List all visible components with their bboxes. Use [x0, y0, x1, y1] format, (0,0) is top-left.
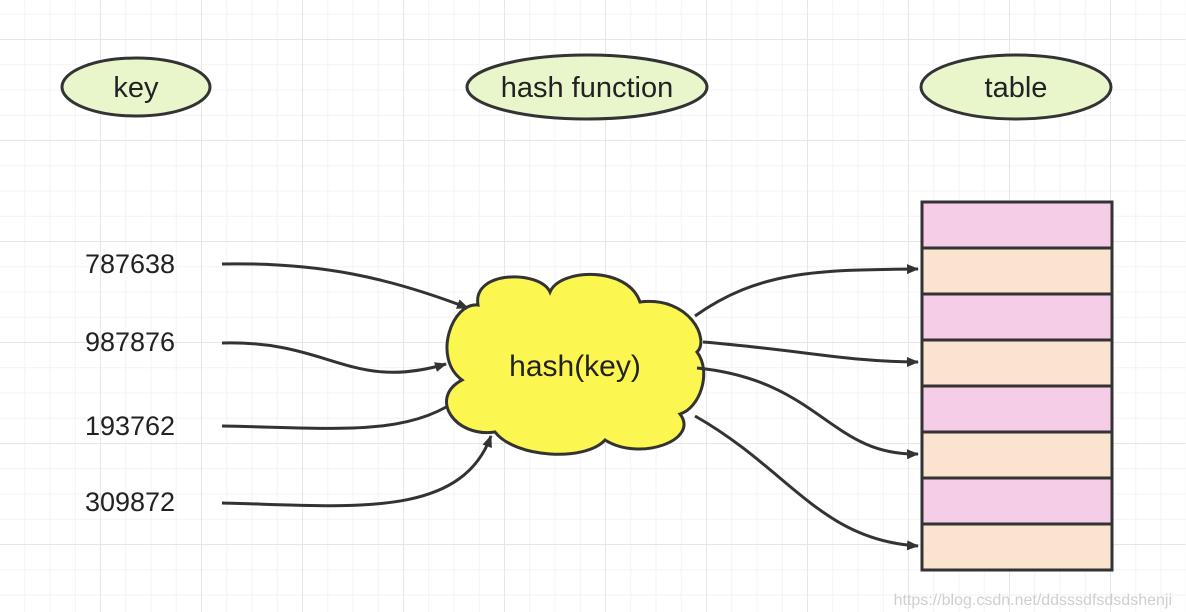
table-slot [920, 522, 1114, 572]
key-value: 987876 [85, 327, 175, 357]
hash-function-header: hash function [465, 53, 709, 121]
table-arrows [694, 264, 919, 551]
hash-cloud: hash(key) [445, 273, 706, 456]
cloud-label: hash(key) [509, 350, 641, 383]
arrow [221, 435, 493, 508]
key-arrows [221, 262, 493, 508]
watermark: https://blog.csdn.net/ddsssdfsdsdshenji [893, 592, 1172, 609]
hash-table [920, 200, 1114, 572]
table-slot [920, 430, 1114, 480]
cloud-shape [445, 273, 706, 456]
table-slot [920, 292, 1114, 342]
arrow [694, 414, 919, 551]
table-slot [920, 476, 1114, 526]
key-header-label: key [113, 72, 159, 104]
arrow [694, 264, 919, 318]
table-header-label: table [985, 72, 1048, 104]
arrow [696, 366, 919, 460]
key-value: 787638 [85, 249, 175, 279]
arrow [221, 341, 447, 374]
arrow [702, 340, 919, 367]
table-header: table [919, 53, 1113, 121]
arrow [221, 262, 469, 310]
table-slot [920, 338, 1114, 388]
key-value: 193762 [85, 411, 175, 441]
key-header: key [60, 56, 212, 118]
table-slot [920, 200, 1114, 250]
table-slot [920, 246, 1114, 296]
hash-function-header-label: hash function [501, 72, 674, 104]
arrow [221, 392, 467, 430]
key-value: 309872 [85, 487, 175, 517]
table-slot [920, 384, 1114, 434]
